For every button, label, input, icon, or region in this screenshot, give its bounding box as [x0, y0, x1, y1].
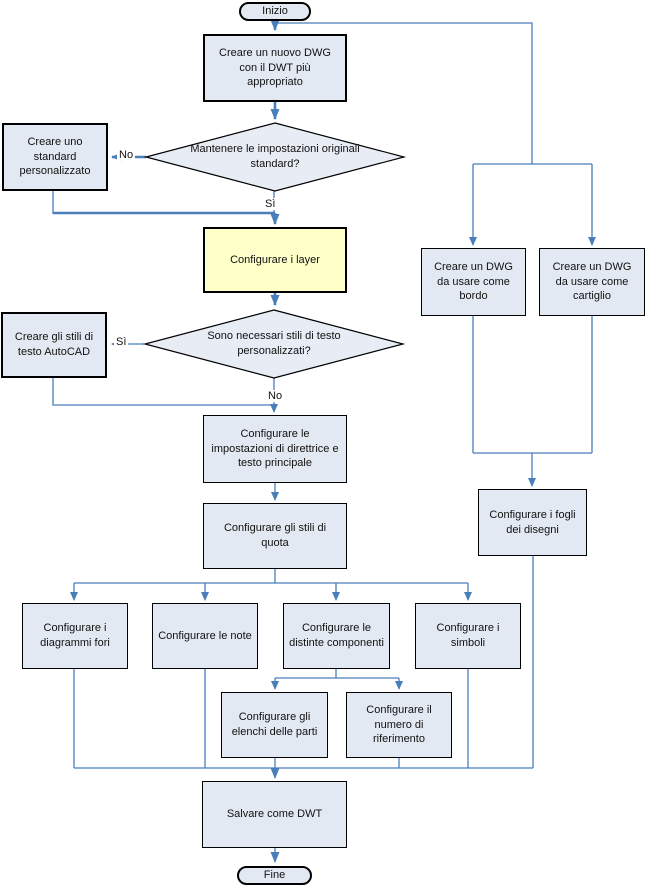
edge-label-si-2: Sì [114, 336, 129, 349]
thin-connectors [52, 22, 596, 863]
node-configurare-diagrammi-fori: Configurare i diagrammi fori [22, 603, 128, 669]
node-label: Creare un DWG da usare come bordo [434, 261, 513, 303]
node-configurare-direttrice: Configurare le impostazioni di direttric… [203, 415, 347, 483]
node-label: Configurare i diagrammi fori [40, 622, 110, 649]
node-creare-standard-personalizzato: Creare uno standard personalizzato [2, 123, 108, 191]
node-salvare-come-dwt: Salvare come DWT [202, 781, 347, 848]
node-label: Configurare il numero di riferimento [366, 704, 432, 746]
node-configurare-elenchi-parti: Configurare gli elenchi delle parti [221, 692, 328, 758]
node-label: Configurare i fogli dei disegni [489, 508, 576, 536]
node-label: Fine [263, 869, 286, 882]
node-label: Configurare le note [158, 629, 252, 642]
node-label: Creare gli stili di testo AutoCAD [14, 331, 94, 358]
node-label: Configurare gli elenchi delle parti [231, 711, 318, 738]
node-creare-nuovo-dwg: Creare un nuovo DWG con il DWT più appro… [203, 34, 347, 102]
node-configurare-fogli-disegni: Configurare i fogli dei disegni [478, 489, 587, 556]
node-creare-stili-testo-autocad: Creare gli stili di testo AutoCAD [1, 312, 107, 378]
edge-label-no-1: No [117, 149, 136, 162]
node-label: Creare un nuovo DWG con il DWT più appro… [219, 47, 331, 89]
node-configurare-note: Configurare le note [152, 603, 258, 669]
node-creare-dwg-bordo: Creare un DWG da usare come bordo [421, 248, 526, 316]
decision-shape-mantenere [143, 122, 407, 192]
decision-shape-stili-testo [142, 309, 406, 379]
node-label: Configurare i simboli [436, 622, 500, 649]
node-inizio: Inizio [239, 2, 311, 21]
node-label: Inizio [262, 5, 288, 18]
node-configurare-layer: Configurare i layer [203, 227, 347, 293]
node-fine: Fine [237, 866, 312, 885]
node-configurare-numero-riferimento: Configurare il numero di riferimento [346, 692, 452, 758]
node-label: Configurare le distinte componenti [289, 622, 384, 649]
node-configurare-simboli: Configurare i simboli [415, 603, 521, 669]
node-label: Configurare i layer [230, 253, 320, 266]
node-label: Creare uno standard personalizzato [19, 136, 91, 178]
node-configurare-distinte-componenti: Configurare le distinte componenti [283, 603, 390, 669]
node-label: Configurare gli stili di quota [223, 522, 327, 549]
node-label: Creare un DWG da usare come cartiglio [552, 261, 632, 303]
node-creare-dwg-cartiglio: Creare un DWG da usare come cartiglio [539, 248, 645, 316]
node-label: Configurare le impostazioni di direttric… [211, 428, 339, 470]
edge-label-no-2: No [266, 390, 285, 403]
edge-label-si-1: Sì [263, 198, 278, 211]
node-label: Salvare come DWT [226, 808, 323, 821]
node-configurare-stili-quota: Configurare gli stili di quota [203, 503, 347, 569]
